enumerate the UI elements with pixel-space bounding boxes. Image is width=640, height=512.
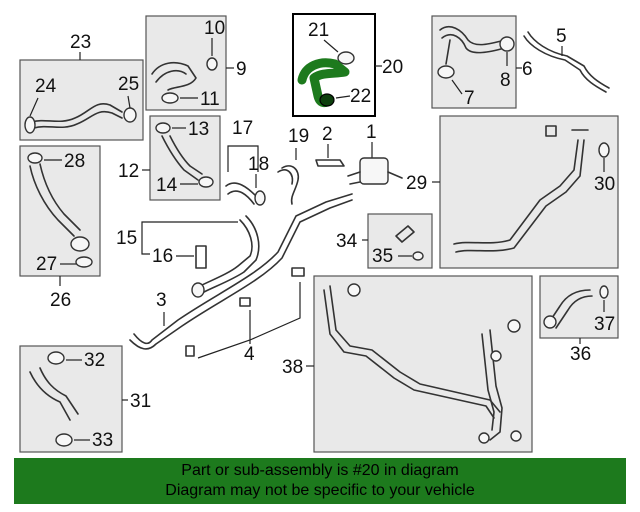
callout-29: 29	[406, 173, 427, 194]
part-15-16[interactable]: 15 16	[116, 215, 260, 298]
callout-15: 15	[116, 228, 137, 249]
o-ring-21	[337, 51, 355, 65]
box-23	[19, 59, 144, 141]
part-5[interactable]: 5	[523, 26, 610, 93]
callout-8: 8	[500, 70, 511, 91]
callout-11: 11	[200, 89, 220, 110]
part-1[interactable]: 1	[347, 122, 403, 185]
exploded-parts-diagram: 23 24 25 10 11 9 21 22 20	[19, 13, 619, 453]
clamp-25	[123, 107, 137, 123]
clamp-33	[55, 433, 73, 447]
callout-7: 7	[464, 88, 475, 109]
callout-14: 14	[156, 175, 178, 196]
hose-24-outline	[31, 103, 123, 123]
callout-33: 33	[92, 430, 113, 451]
box-26	[19, 145, 101, 277]
callout-30: 30	[594, 174, 615, 195]
callout-32: 32	[84, 350, 105, 371]
clamp-14	[198, 176, 214, 188]
callout-20: 20	[382, 57, 403, 78]
group-9[interactable]: 10 11 9	[145, 15, 247, 111]
group-31[interactable]: 32 33 31	[19, 345, 151, 453]
callout-22: 22	[350, 86, 371, 107]
part-19[interactable]: 19	[277, 126, 309, 205]
callout-24: 24	[35, 76, 57, 97]
group-34[interactable]: 34 35	[336, 213, 433, 269]
o-ring-37	[599, 285, 609, 299]
clamp-8	[499, 36, 515, 52]
hose-9-outline	[151, 61, 197, 91]
callout-36: 36	[570, 344, 591, 365]
callout-23: 23	[70, 32, 91, 53]
callout-35: 35	[372, 246, 393, 267]
o-ring-30	[598, 142, 610, 158]
callout-13: 13	[188, 119, 209, 140]
group-38[interactable]: 38	[282, 275, 533, 453]
group-36[interactable]: 37 36	[539, 275, 619, 365]
group-20-highlighted[interactable]: 21 22 20	[292, 13, 403, 117]
callout-1: 1	[366, 122, 377, 143]
o-ring-27	[75, 256, 93, 268]
hose-24-end	[24, 116, 36, 134]
callout-38: 38	[282, 357, 303, 378]
callout-25: 25	[118, 74, 139, 95]
part-2[interactable]: 2	[315, 124, 345, 167]
callout-34: 34	[336, 231, 358, 252]
callout-9: 9	[236, 59, 247, 80]
clamp-7	[437, 65, 455, 79]
o-ring-10	[206, 57, 218, 71]
hose-26-outline	[29, 165, 75, 237]
callout-28: 28	[64, 151, 85, 172]
clamp-11	[161, 92, 179, 104]
banner-line-1: Part or sub-assembly is #20 in diagram	[181, 462, 459, 479]
part-3[interactable]: 3	[129, 193, 353, 350]
callout-6: 6	[522, 59, 533, 80]
callout-17: 17	[232, 118, 253, 139]
callout-3: 3	[156, 290, 167, 311]
callout-5: 5	[556, 26, 567, 47]
clamp-13	[155, 122, 171, 134]
callout-37: 37	[594, 314, 615, 335]
hose-31-outline	[29, 371, 71, 421]
callout-18: 18	[248, 154, 269, 175]
callout-10: 10	[204, 18, 225, 39]
box-38	[313, 275, 533, 453]
hose-12-outline	[161, 135, 199, 181]
callout-4: 4	[244, 344, 255, 365]
callout-2: 2	[322, 124, 333, 145]
callout-26: 26	[50, 290, 71, 311]
group-23[interactable]: 23 24 25	[19, 32, 144, 141]
box-31	[19, 345, 123, 453]
callout-16: 16	[152, 246, 173, 267]
box-29	[439, 115, 619, 269]
group-12[interactable]: 13 14 12	[118, 115, 221, 201]
callout-21: 21	[308, 20, 329, 41]
group-6[interactable]: 7 8 6	[431, 15, 533, 109]
callout-19: 19	[288, 126, 309, 147]
part-17-18[interactable]: 17 18	[225, 118, 269, 206]
part-4[interactable]: 4	[185, 267, 305, 365]
clamp-32	[47, 351, 65, 365]
group-26[interactable]: 28 27 26	[19, 145, 101, 311]
banner-line-2: Diagram may not be specific to your vehi…	[165, 482, 475, 499]
info-banner: Part or sub-assembly is #20 in diagram D…	[14, 458, 626, 504]
callout-12: 12	[118, 161, 139, 182]
clamp-22	[319, 93, 335, 107]
callout-27: 27	[36, 254, 57, 275]
group-29[interactable]: 29 30	[406, 115, 619, 269]
hose-6-outline	[439, 25, 506, 46]
callout-31: 31	[130, 391, 151, 412]
